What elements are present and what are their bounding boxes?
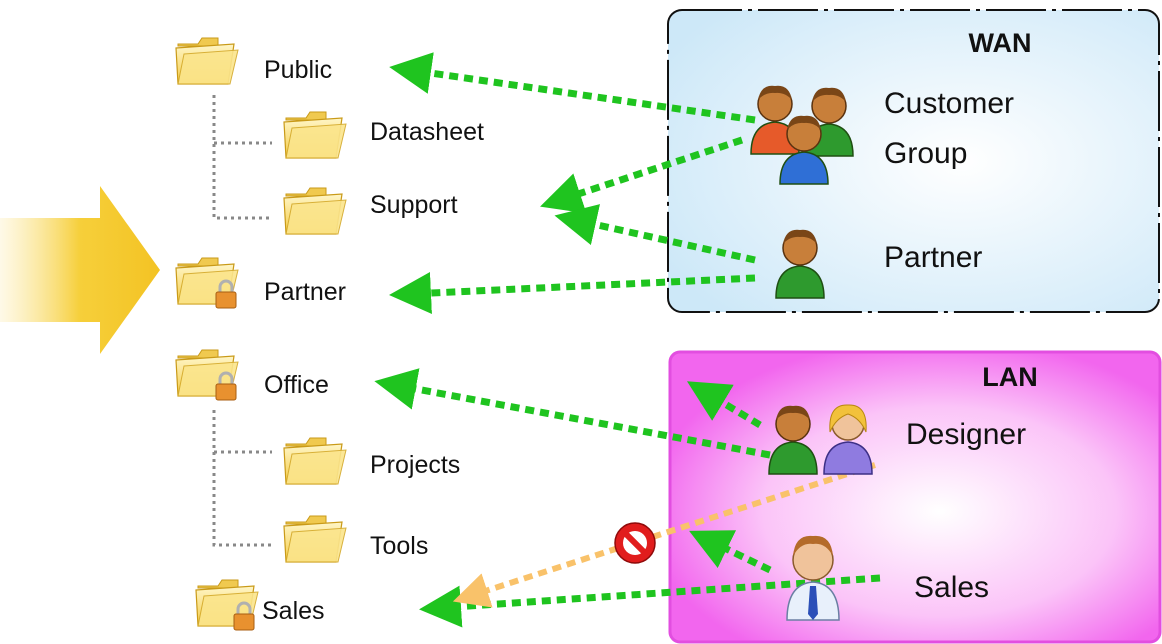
folder-label-datasheet: Datasheet bbox=[370, 118, 484, 146]
folder-office[interactable]: Office bbox=[175, 349, 329, 402]
user-group-icon bbox=[768, 404, 873, 475]
folder-support[interactable]: Support bbox=[283, 187, 458, 235]
user-icon bbox=[786, 535, 840, 621]
folder-icon bbox=[283, 437, 347, 485]
folder-public[interactable]: Public bbox=[175, 37, 332, 85]
arrow-sales-to-lan bbox=[689, 530, 772, 574]
arrow-sales-to-sales bbox=[419, 574, 881, 628]
folder-label-partner: Partner bbox=[264, 278, 346, 306]
wan-title: WAN bbox=[969, 28, 1032, 58]
user-label-customer-line1: Customer bbox=[884, 87, 1014, 120]
arrow-designer-to-office bbox=[374, 368, 771, 459]
arrow-denied-designer-to-sales bbox=[452, 462, 876, 608]
user-sales[interactable]: Sales bbox=[786, 535, 989, 621]
folder-datasheet[interactable]: Datasheet bbox=[283, 111, 484, 159]
folder-label-public: Public bbox=[264, 56, 332, 84]
folder-label-sales: Sales bbox=[262, 597, 325, 625]
arrow-partner-to-partner bbox=[389, 272, 756, 315]
arrow-designer-to-lan bbox=[686, 381, 762, 429]
no-entry-icon bbox=[614, 522, 656, 564]
folder-icon bbox=[283, 515, 347, 563]
folder-projects[interactable]: Projects bbox=[283, 437, 460, 485]
folder-label-tools: Tools bbox=[370, 532, 428, 560]
folder-label-office: Office bbox=[264, 371, 329, 399]
arrow-customer-to-public bbox=[389, 52, 756, 124]
folder-icon bbox=[283, 111, 347, 159]
user-label-customer-line2: Group bbox=[884, 137, 967, 170]
user-label-sales: Sales bbox=[914, 571, 989, 604]
lan-title: LAN bbox=[982, 362, 1038, 392]
user-group-customer[interactable]: Customer Group bbox=[750, 85, 1014, 185]
folder-icon bbox=[175, 37, 239, 85]
pointer-arrow-icon bbox=[0, 186, 160, 354]
folder-sales[interactable]: Sales bbox=[195, 579, 325, 632]
arrow-partner-to-support bbox=[554, 204, 756, 264]
access-arrows bbox=[374, 52, 881, 628]
arrow-customer-to-support bbox=[540, 136, 744, 214]
tree-connectors bbox=[212, 95, 272, 547]
user-designer[interactable]: Designer bbox=[768, 404, 1026, 475]
user-partner[interactable]: Partner bbox=[775, 229, 982, 299]
folder-label-support: Support bbox=[370, 191, 458, 219]
folder-icon bbox=[283, 187, 347, 235]
folder-label-projects: Projects bbox=[370, 451, 460, 479]
user-label-designer: Designer bbox=[906, 418, 1026, 451]
folder-partner[interactable]: Partner bbox=[175, 257, 346, 310]
user-label-partner: Partner bbox=[884, 241, 982, 274]
folder-tools[interactable]: Tools bbox=[283, 515, 428, 563]
